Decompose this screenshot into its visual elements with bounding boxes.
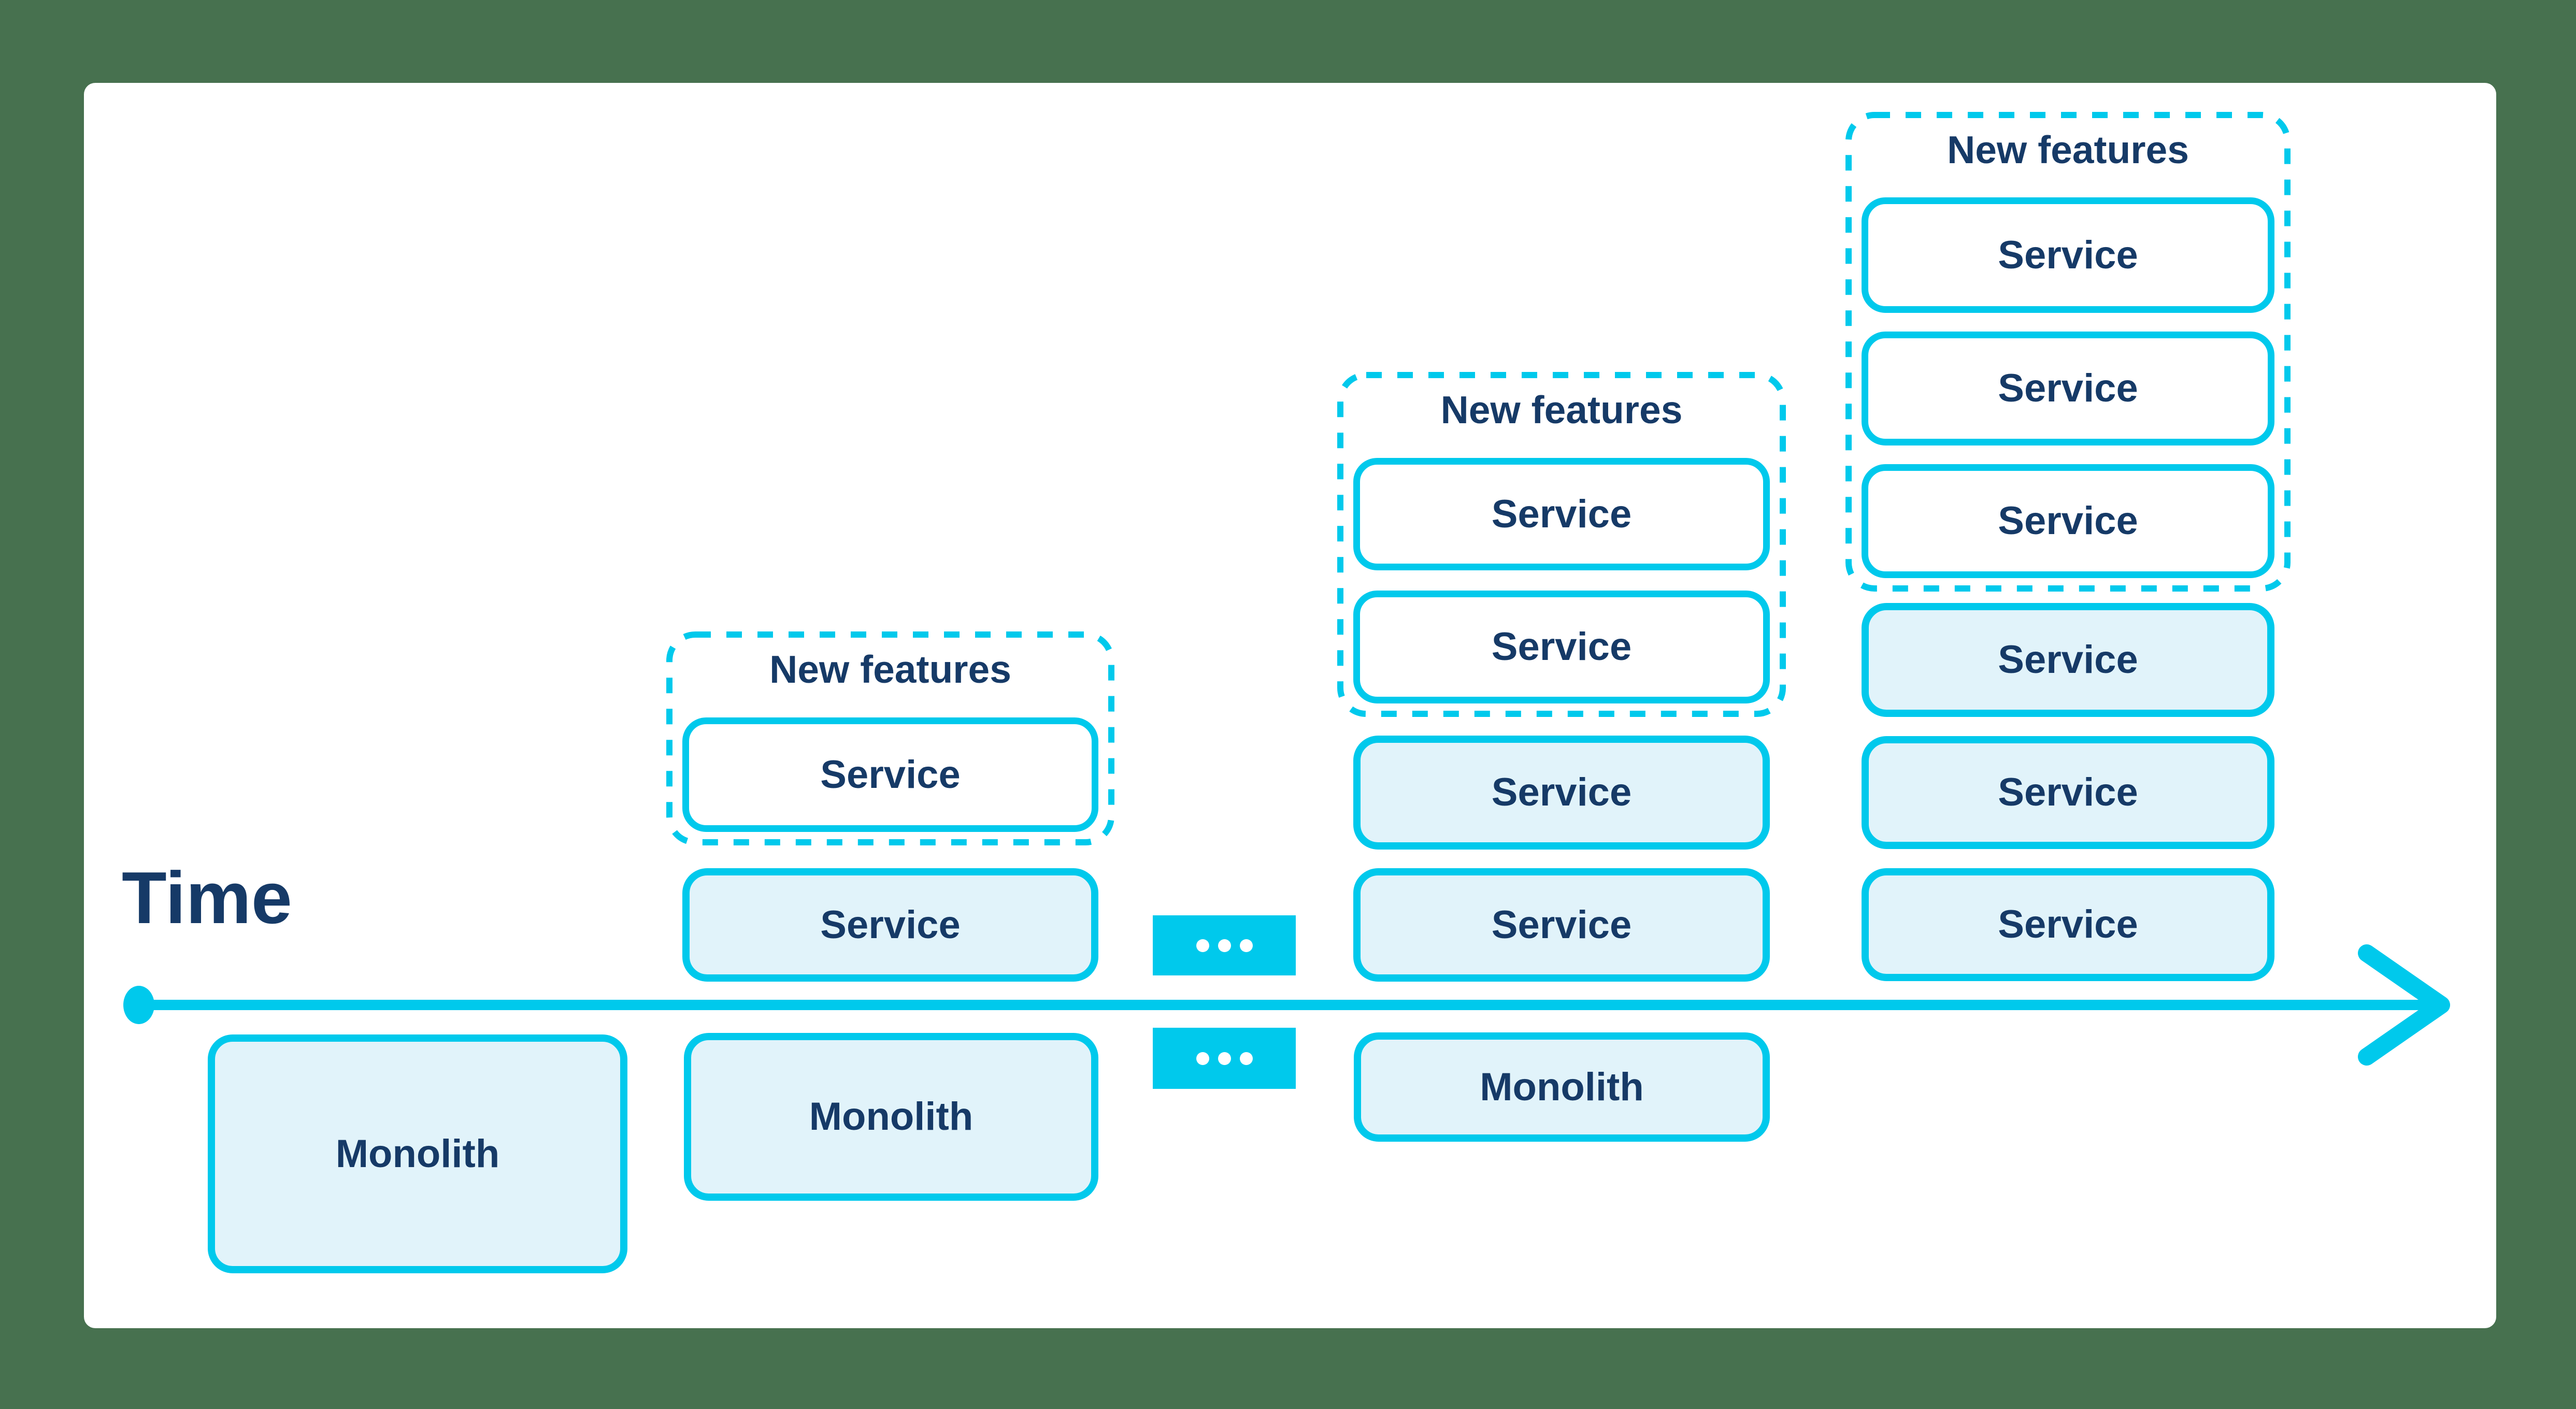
service-label: Service: [1998, 902, 2138, 946]
new-features-group: New features Service Service Service: [1845, 112, 2291, 592]
service-box: Service: [1862, 464, 2274, 578]
ellipsis-icon: [1239, 939, 1253, 952]
time-label: Time: [122, 857, 292, 939]
monolith-label: Monolith: [335, 1131, 500, 1176]
ellipsis-icon: [1218, 939, 1231, 952]
service-box: Service: [682, 868, 1098, 982]
service-label: Service: [1998, 638, 2138, 682]
service-box: Service: [1862, 736, 2274, 849]
monolith-label: Monolith: [1480, 1065, 1644, 1109]
ellipsis-box-below-timeline: [1153, 1028, 1296, 1089]
ellipsis-icon: [1218, 1052, 1231, 1065]
service-label: Service: [1491, 492, 1632, 536]
service-box: Service: [682, 717, 1098, 832]
timeline-axis: [139, 1000, 2429, 1010]
service-label: Service: [1998, 770, 2138, 814]
timeline-start-dot-icon: [123, 986, 154, 1024]
monolith-box: Monolith: [684, 1033, 1098, 1201]
service-label: Service: [1491, 902, 1632, 947]
service-box: Service: [1862, 603, 2274, 717]
ellipsis-icon: [1196, 1052, 1209, 1065]
service-box: Service: [1353, 591, 1770, 703]
new-features-group: New features Service Service: [1337, 372, 1786, 717]
new-features-title: New features: [1947, 128, 2189, 171]
ellipsis-box-above-timeline: [1153, 915, 1296, 975]
timeline-arrowhead-icon: [2358, 944, 2450, 1066]
service-box: Service: [1353, 458, 1770, 570]
monolith-box: Monolith: [208, 1034, 627, 1273]
service-label: Service: [820, 752, 961, 797]
service-box: Service: [1862, 868, 2274, 981]
service-label: Service: [1998, 366, 2138, 410]
dashed-border-icon: [1337, 372, 1786, 717]
service-box: Service: [1353, 736, 1770, 850]
new-features-title: New features: [1440, 388, 1683, 432]
new-features-title: New features: [769, 648, 1011, 691]
service-label: Service: [1998, 233, 2138, 277]
service-box: Service: [1862, 197, 2274, 313]
service-label: Service: [1491, 770, 1632, 814]
dashed-border-icon: [1845, 112, 2291, 592]
service-label: Service: [1998, 499, 2138, 543]
service-box: Service: [1862, 332, 2274, 445]
monolith-label: Monolith: [809, 1095, 974, 1139]
ellipsis-icon: [1196, 939, 1209, 952]
service-label: Service: [820, 902, 961, 947]
monolith-box: Monolith: [1354, 1032, 1770, 1142]
new-features-group: New features Service: [666, 631, 1114, 845]
service-box: Service: [1353, 868, 1770, 982]
dashed-border-icon: [666, 631, 1114, 845]
service-label: Service: [1491, 625, 1632, 669]
ellipsis-icon: [1239, 1052, 1253, 1065]
